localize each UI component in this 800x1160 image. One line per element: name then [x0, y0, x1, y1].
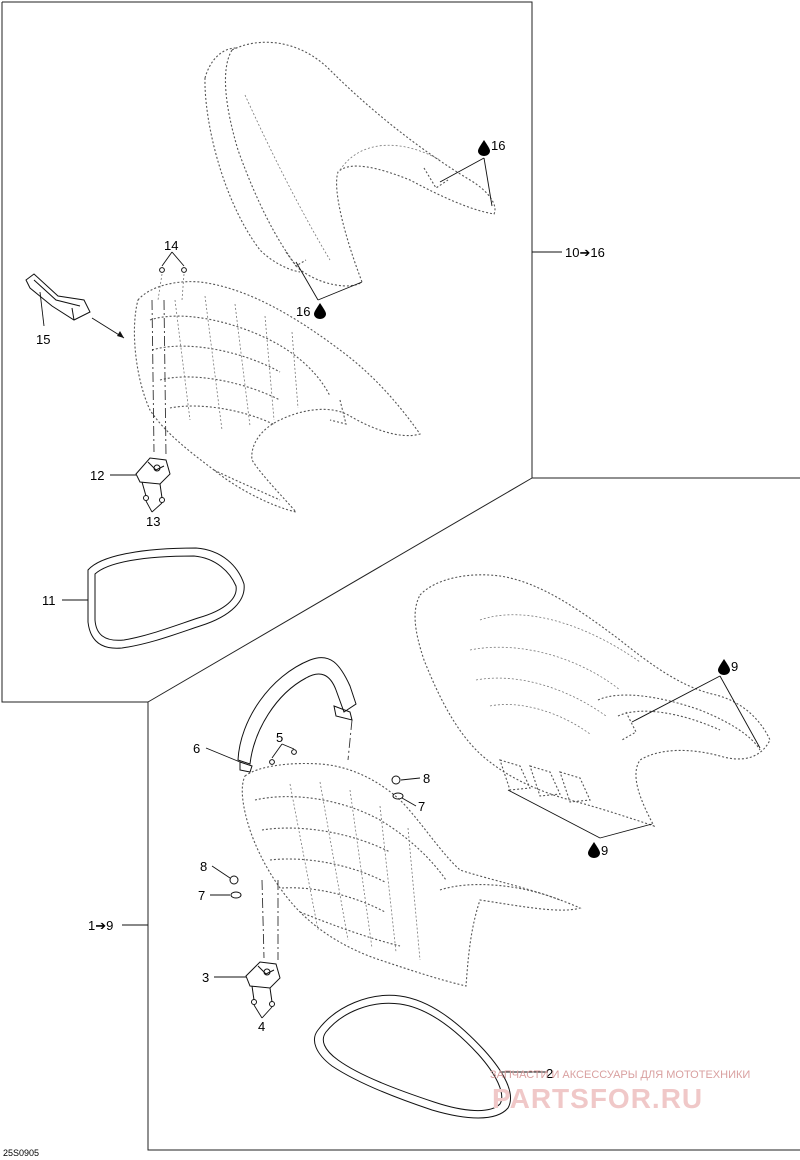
callout-7-left: 7 — [198, 888, 205, 903]
callout-15: 15 — [36, 332, 50, 347]
oil-drop-icon — [588, 842, 600, 858]
handle-strap — [25, 273, 91, 321]
watermark-tagline: ЗАПЧАСТИ И АКСЕССУАРЫ ДЛЯ МОТОТЕХНИКИ — [490, 1069, 750, 1081]
callout-5: 5 — [276, 730, 283, 745]
bushing-left — [229, 875, 242, 899]
callout-2: 2 — [546, 1066, 553, 1081]
callout-9-bottom: 9 — [601, 843, 608, 858]
seal-upper — [87, 547, 245, 649]
nut-a — [159, 267, 165, 273]
range-lower: 1➔9 — [88, 918, 113, 933]
seal-lower — [314, 994, 511, 1119]
front-seat-base — [241, 763, 582, 987]
rear-seat-cover — [204, 41, 496, 287]
rear-seat-base — [133, 281, 421, 513]
figure-code: 25S0905 — [3, 1148, 39, 1158]
callout-4: 4 — [258, 1019, 265, 1034]
bushing-right — [391, 775, 404, 800]
front-seat-cover — [414, 574, 771, 827]
nut-d — [291, 749, 297, 755]
callout-12: 12 — [90, 468, 104, 483]
callout-6: 6 — [193, 741, 200, 756]
latch-lower — [245, 961, 281, 1007]
front-seat-strap — [237, 657, 357, 773]
callout-9-top: 9 — [731, 659, 738, 674]
callout-14: 14 — [164, 238, 178, 253]
callout-16-top: 16 — [491, 138, 505, 153]
latch-upper — [135, 457, 171, 503]
callout-11: 11 — [42, 593, 56, 608]
callout-8-left: 8 — [200, 859, 207, 874]
oil-drop-icon — [478, 140, 490, 156]
arrow-head — [117, 331, 124, 338]
nut-b — [181, 267, 187, 273]
range-upper: 10➔16 — [565, 245, 605, 260]
callout-16-bottom: 16 — [296, 304, 310, 319]
oil-drop-icon — [718, 659, 730, 675]
frame-divider — [147, 477, 533, 703]
leader-lines — [39, 157, 761, 1073]
callout-8-right: 8 — [423, 771, 430, 786]
watermark-brand: PARTSFOR.RU — [492, 1083, 703, 1114]
nut-c — [269, 759, 275, 765]
callout-3: 3 — [202, 970, 209, 985]
oil-drop-icon — [314, 303, 326, 319]
callout-13: 13 — [146, 514, 160, 529]
upper-frame — [2, 1, 800, 479]
callout-7-right: 7 — [418, 799, 425, 814]
